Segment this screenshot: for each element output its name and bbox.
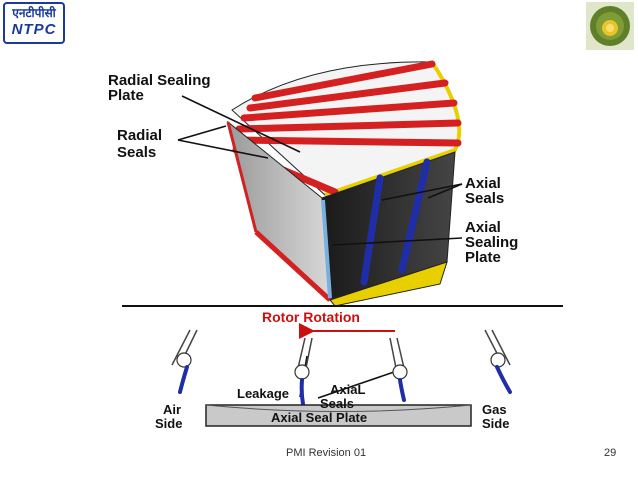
axial-seals	[360, 158, 431, 286]
gas-side-label: Gas	[482, 402, 507, 417]
footer-page-number: 29	[604, 447, 617, 459]
axial-seals-label: Axial	[465, 175, 501, 192]
axial-sealing-plate-label-3: Plate	[465, 249, 501, 266]
axial-seal-plate-label: Axial Seal Plate	[271, 410, 367, 425]
logo-english-text: NTPC	[11, 21, 57, 38]
axial-sealing-plate-label: Axial	[465, 219, 501, 236]
radial-sealing-plate-label: Radial Sealing	[108, 72, 211, 89]
gas-side-label-2: Side	[482, 416, 509, 431]
rotor-rotation-label: Rotor Rotation	[262, 309, 360, 325]
footer-revision: PMI Revision 01	[286, 447, 367, 459]
leakage-label: Leakage	[237, 386, 289, 401]
logo-hindi-text: एनटीपीसी	[12, 6, 56, 20]
ntpc-logo: एनटीपीसी NTPC	[3, 2, 65, 44]
axial-seals-lower-label: AxiaL	[330, 382, 365, 397]
radial-seals-label-2: Seals	[117, 144, 156, 161]
air-side-label-2: Side	[155, 416, 182, 431]
air-side-label: Air	[163, 402, 181, 417]
axial-seal-assemblies	[171, 329, 512, 406]
axial-sealing-plate-label-2: Sealing	[465, 234, 518, 251]
axial-seals-lower-label-2: Seals	[320, 396, 354, 411]
radial-sealing-plate-label-2: Plate	[108, 87, 144, 104]
radial-seals-label: Radial	[117, 127, 162, 144]
axial-seals-label-2: Seals	[465, 190, 504, 207]
emblem-image	[586, 2, 634, 50]
